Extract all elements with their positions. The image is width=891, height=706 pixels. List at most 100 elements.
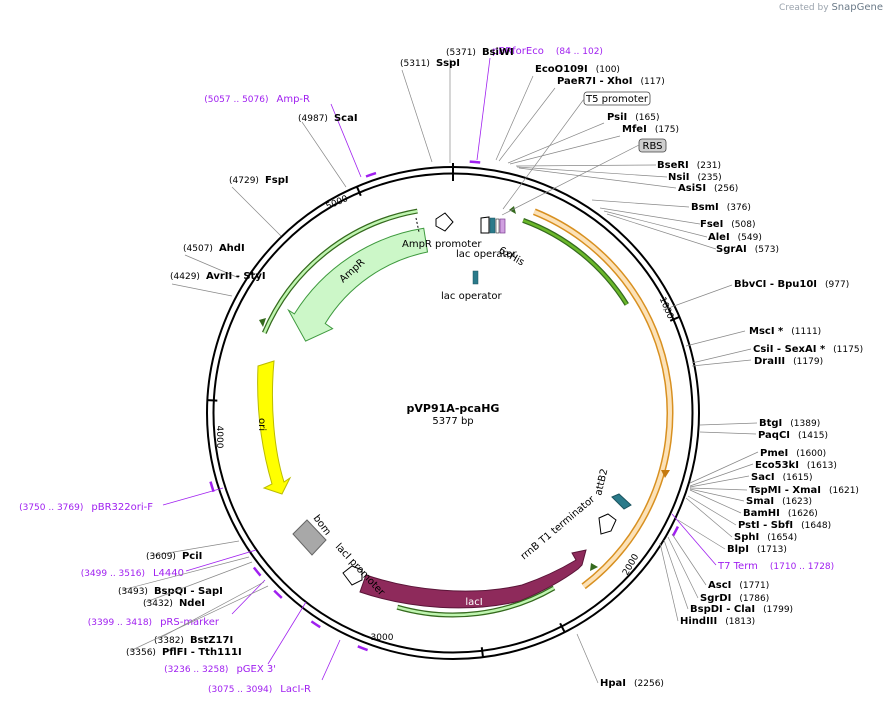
site-label-alei: AleI(549): [708, 232, 762, 243]
site-label-pflfi: (3356)PflFI - Tth111I: [126, 647, 242, 658]
site-leader: [518, 167, 677, 189]
site-label-ndei: (3432)NdeI: [143, 598, 205, 609]
site-leader: [515, 164, 657, 167]
site-leader: [685, 330, 746, 347]
site-leader: [667, 536, 699, 599]
primer-mark-prs-marker: [273, 589, 283, 599]
scale-tick-label: 3000: [371, 633, 394, 643]
primer-leader: [476, 57, 491, 161]
bom-feature: [292, 519, 327, 556]
site-leader: [685, 497, 733, 538]
site-leader: [401, 69, 433, 163]
site-label-saci: SacI(1615): [751, 472, 813, 483]
primer-label-pgex-3-: (3236 .. 3258)pGEX 3': [164, 664, 276, 675]
site-leader: [231, 186, 282, 237]
site-leader: [149, 540, 240, 557]
site-leader: [699, 431, 757, 435]
site-label-csii: CsiI - SexAI *(1175): [753, 344, 863, 355]
site-leader: [495, 75, 534, 161]
lac-operator-2: [472, 270, 479, 285]
primer-leader: [162, 487, 224, 506]
site-leader: [671, 533, 707, 586]
primer-leader: [321, 639, 341, 681]
site-label-bspqi: (3493)BspQI - SapI: [118, 586, 223, 597]
ampr-green-arc: [263, 209, 418, 334]
boxed-label-bg: [638, 138, 667, 153]
site-label-hpai: HpaI(2256): [600, 678, 664, 689]
leader-t5: [502, 98, 585, 210]
primer-label-pbr322ori-f: (3750 .. 3769)pBR322ori-F: [19, 502, 153, 513]
ampr-promoter-arrow: [435, 212, 454, 232]
laci-promoter-arrow: [342, 565, 363, 586]
primer-leader: [330, 103, 362, 178]
site-leader: [145, 561, 253, 603]
feature-label-ampr-promoter: AmpR promoter: [402, 239, 482, 250]
site-leader: [687, 495, 737, 526]
site-label-bseri: BseRI(231): [657, 160, 721, 171]
site-label-bsmi: BsmI(376): [691, 202, 751, 213]
site-leader: [659, 542, 679, 622]
site-leader: [507, 122, 605, 164]
leader-rbs: [501, 144, 640, 216]
credit-brand: SnapGene: [831, 2, 883, 13]
primer-mark-pbr322ori-f: [209, 481, 215, 493]
laci-arrow: [359, 549, 587, 609]
site-leader: [606, 213, 717, 250]
primer-label-pbrforeco: pBRforEco(84 .. 102): [492, 46, 603, 57]
site-label-ecoo109i: EcoO109I(100): [535, 64, 620, 75]
site-leader: [689, 463, 754, 487]
site-leader: [576, 633, 599, 684]
scale-tick: [480, 647, 484, 658]
site-leader: [121, 556, 250, 591]
primer-label-t7-term: T7 Term(1710 .. 1728): [717, 561, 834, 572]
scale-tick: [355, 186, 362, 197]
primer-mark-amp-r: [365, 171, 377, 178]
site-leader: [663, 539, 689, 610]
primer-label-prs-marker: (3399 .. 3418)pRS-marker: [88, 617, 220, 628]
ori-arrow: [257, 360, 292, 495]
ampr-arrow: [287, 227, 429, 342]
site-label-sgrdi: SgrDI(1786): [700, 593, 769, 604]
site-label-paqci: PaqCI(1415): [758, 430, 828, 441]
site-label-sspi: (5311)SspI: [400, 58, 460, 69]
rbs-feature: [495, 218, 500, 234]
credit-prefix: Created by: [779, 3, 829, 13]
primer-leader: [231, 579, 266, 615]
t5-promoter-arrow: [480, 216, 490, 234]
laci-green-arc: [396, 586, 555, 617]
feature-label-ori: ori: [256, 418, 267, 431]
primer-leader: [671, 513, 717, 566]
site-label-psti: PstI - SbfI(1648): [738, 520, 831, 531]
site-leader: [691, 359, 752, 367]
site-label-paer7i: PaeR7I - XhoI(117): [557, 76, 665, 87]
site-leader: [498, 87, 556, 162]
site-leader: [171, 283, 233, 297]
ampr-green-arrowhead: [259, 318, 266, 327]
site-leader: [689, 488, 745, 502]
site-label-smai: SmaI(1623): [746, 496, 812, 507]
primer-mark-laci-r: [357, 645, 369, 652]
site-leader: [301, 121, 347, 188]
site-leader: [184, 254, 240, 279]
scale-tick: [207, 399, 218, 402]
feature-label-rrnb-t1-terminator: rrnB T1 terminator: [519, 493, 598, 562]
scale-tick: [559, 622, 566, 633]
site-label-btgi: BtgI(1389): [759, 418, 820, 429]
primer-mark-pgex-3: [310, 620, 321, 629]
site-label-msci-: MscI *(1111): [749, 326, 821, 337]
site-label-bstz17i: (3382)BstZ17I: [154, 635, 233, 646]
site-label-bamhi: BamHI(1626): [743, 508, 818, 519]
site-leader: [699, 422, 758, 426]
site-leader: [689, 475, 750, 488]
site-label-pcii: (3609)PciI: [146, 551, 202, 562]
scale-tick-label: 5000: [325, 194, 350, 212]
site-label-bbvci: BbvCI - Bpu10I(977): [734, 279, 849, 290]
primer-label-l4440: (3499 .. 3516)L4440: [81, 568, 184, 579]
site-label-avrii: (4429)AvrII - StyI: [170, 271, 266, 282]
cds-orange-arc: [533, 209, 672, 588]
site-label-asci: AscI(1771): [708, 580, 769, 591]
site-label-psii: PsiI(165): [607, 112, 659, 123]
site-leader: [516, 166, 668, 178]
boxed-label-rbs: RBS: [643, 141, 663, 152]
site-leader: [599, 207, 701, 225]
